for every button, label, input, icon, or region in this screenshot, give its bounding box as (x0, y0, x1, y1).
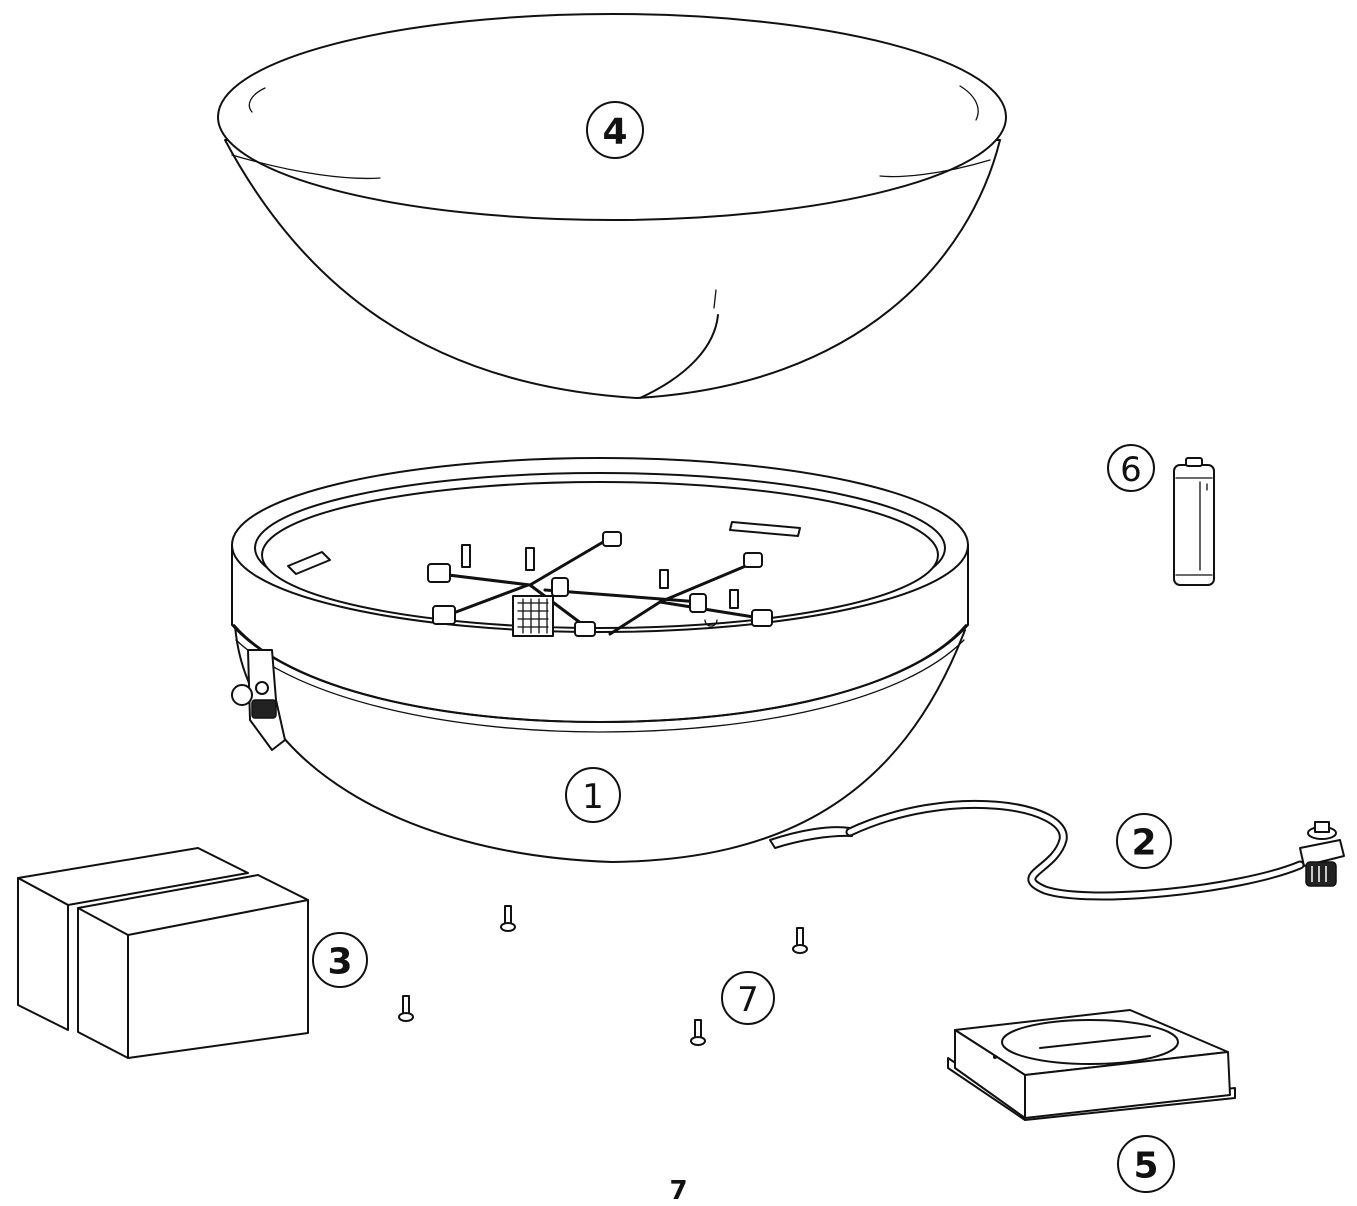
gas-hose (845, 799, 1345, 901)
callout-2: 2 (1116, 813, 1172, 869)
screws (398, 905, 808, 1046)
callout-7-label: 7 (737, 980, 759, 1020)
page-number: 7 (669, 1176, 688, 1206)
callout-2-label: 2 (1131, 823, 1156, 864)
callout-1-label: 1 (582, 777, 604, 817)
battery (1173, 457, 1215, 586)
callout-5-label: 5 (1133, 1146, 1158, 1187)
callout-6-label: 6 (1120, 450, 1142, 490)
callout-4-label: 4 (602, 112, 627, 153)
bowl-base (231, 457, 969, 863)
screw (500, 905, 516, 932)
callout-7: 7 (721, 971, 775, 1025)
screw (792, 927, 808, 954)
callout-4: 4 (586, 101, 644, 159)
callout-5: 5 (1117, 1135, 1175, 1193)
bowl-lid (217, 13, 1007, 399)
screw (398, 995, 414, 1022)
tank-stand (947, 1009, 1236, 1121)
callout-6: 6 (1107, 444, 1155, 492)
lava-rock-boxes (17, 847, 309, 1059)
callout-1: 1 (565, 767, 621, 823)
callout-3-label: 3 (327, 942, 352, 983)
callout-3: 3 (312, 932, 368, 988)
screw (690, 1019, 706, 1046)
burner-assembly (427, 531, 773, 637)
parts-diagram: 1 2 3 4 5 6 7 (17, 13, 1345, 1193)
